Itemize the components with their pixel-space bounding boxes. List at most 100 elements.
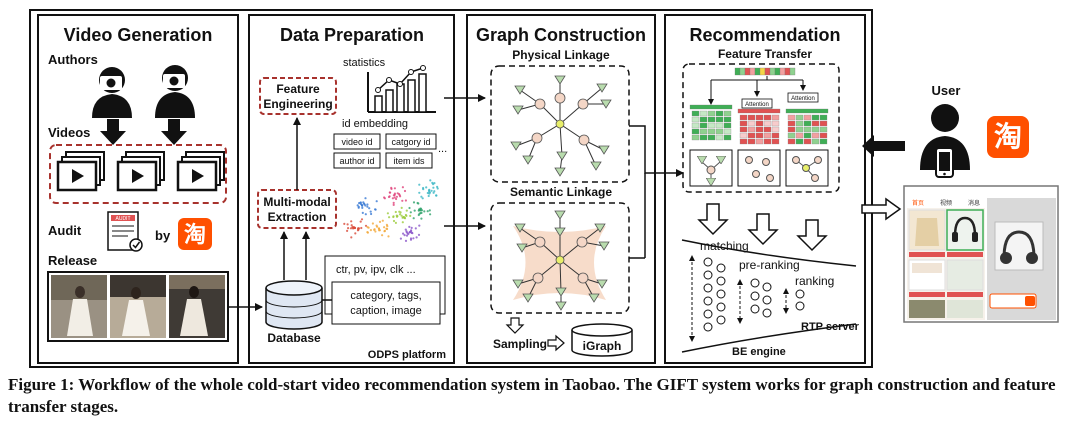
candidate-item (795, 289, 805, 299)
panel-graph-construction: Graph Construction Physical Linkage Sema… (466, 14, 656, 364)
igraph-label: iGraph (583, 339, 622, 353)
ranking-funnel (681, 239, 857, 353)
id-box-video (333, 133, 381, 150)
graph-video-node (576, 236, 588, 248)
graph-video-node (577, 272, 589, 284)
graph-item-node (596, 279, 608, 289)
release-label: Release (48, 253, 97, 268)
candidate-item (716, 289, 726, 299)
audit-doc-label: AUDIT (116, 216, 131, 222)
graph-item-node (556, 151, 568, 161)
graph-item-node (512, 279, 524, 289)
candidate-items (703, 257, 805, 332)
author-id-label: author id (339, 156, 374, 166)
output-embedding-bar (734, 67, 796, 76)
graph-item-node (514, 85, 526, 95)
igraph-database-icon (571, 323, 633, 357)
attention-block: Attention (741, 98, 773, 109)
taobao-app-icon: 淘 (987, 116, 1029, 158)
odps-platform-label: ODPS platform (368, 349, 446, 361)
candidate-item (795, 301, 805, 311)
app-tab-label: 视频 (940, 199, 952, 207)
statistics-chart-icon (367, 65, 436, 113)
statistics-label: statistics (343, 57, 386, 69)
id-box-category (385, 133, 437, 150)
video-thumbnail (110, 275, 166, 338)
audit-label: Audit (48, 223, 82, 238)
feature-transfer-box (682, 63, 840, 193)
feature-engineering-box (259, 77, 337, 115)
subgraph-box (737, 149, 781, 187)
release-thumbnails (47, 271, 229, 342)
panel-title-graph-construction: Graph Construction (476, 25, 646, 45)
app-tab-label: 首页 (912, 199, 924, 207)
video-stack-icon (176, 151, 225, 192)
graph-video-node (578, 134, 590, 146)
video-stack-icon (56, 151, 105, 192)
app-tab-label: 消息 (968, 199, 980, 207)
graph-video-node (534, 98, 546, 110)
photographer-icon (155, 65, 195, 118)
pre-ranking-label: pre-ranking (739, 258, 800, 272)
candidate-item (703, 283, 713, 293)
panel-title-data-preparation: Data Preparation (280, 25, 424, 45)
multimodal-embedding-scatter (343, 179, 439, 242)
database-label: Database (267, 331, 321, 345)
video-id-label: video id (341, 137, 372, 147)
video-stack-icon (116, 151, 165, 192)
candidate-item (703, 257, 713, 267)
panel-title-video-generation: Video Generation (64, 25, 213, 45)
candidate-item (750, 304, 760, 314)
candidate-item (716, 315, 726, 325)
sampling-right-arrow-icon (547, 334, 565, 352)
category-id-label: catgory id (391, 137, 430, 147)
candidate-item (762, 308, 772, 318)
hollow-down-arrow-icon (747, 213, 779, 246)
hollow-right-arrow-icon (861, 197, 902, 221)
figure-caption: Figure 1: Workflow of the whole cold-sta… (8, 375, 1056, 416)
id-box-item (385, 152, 433, 169)
graph-item-node (522, 155, 534, 165)
attention-label: Attention (745, 102, 769, 108)
physical-linkage-label: Physical Linkage (512, 48, 610, 62)
hollow-down-arrow-icon (697, 203, 729, 236)
graph-item-node (598, 145, 610, 155)
video-thumbnail (51, 275, 107, 338)
graph-item-node (588, 293, 600, 303)
outer-frame (29, 9, 873, 368)
user-section: User 淘 (920, 83, 1029, 178)
rtp-server-label: RTP server (801, 321, 860, 333)
graph-item-node (512, 105, 524, 115)
database-icon (265, 280, 323, 330)
taobao-app-char: 淘 (994, 120, 1022, 153)
graph-item-node (590, 161, 602, 171)
ellipsis-label: ... (438, 143, 447, 155)
candidate-item (750, 291, 760, 301)
candidate-item (716, 263, 726, 273)
candidate-item (716, 276, 726, 286)
candidate-item (703, 322, 713, 332)
graph-video-node (554, 92, 566, 104)
multimodal-line2: Extraction (268, 210, 327, 224)
attention-block: Attention (787, 92, 819, 103)
graph-item-node (554, 167, 566, 177)
subgraph-box (689, 149, 733, 187)
graph-video-node (532, 272, 544, 284)
graph-item-node (594, 223, 606, 233)
content-features-line1: category, tags, (350, 290, 421, 302)
feature-transfer-tree (708, 76, 806, 105)
feature-cell-grids (689, 104, 829, 145)
graph-item-node (598, 241, 610, 251)
graph-video-node (534, 236, 546, 248)
item-id-label: item ids (393, 156, 425, 166)
graph-item-node (510, 141, 522, 151)
semantic-linkage-label: Semantic Linkage (510, 185, 612, 199)
taobao-logo-char: 淘 (184, 222, 206, 248)
graph-item-node (555, 301, 567, 311)
candidate-item (716, 302, 726, 312)
graph-item-node (554, 210, 566, 220)
videos-box (49, 144, 227, 204)
graph-center-node (555, 255, 565, 265)
feature-engineering-line2: Engineering (263, 97, 332, 111)
content-features-box (331, 281, 441, 325)
